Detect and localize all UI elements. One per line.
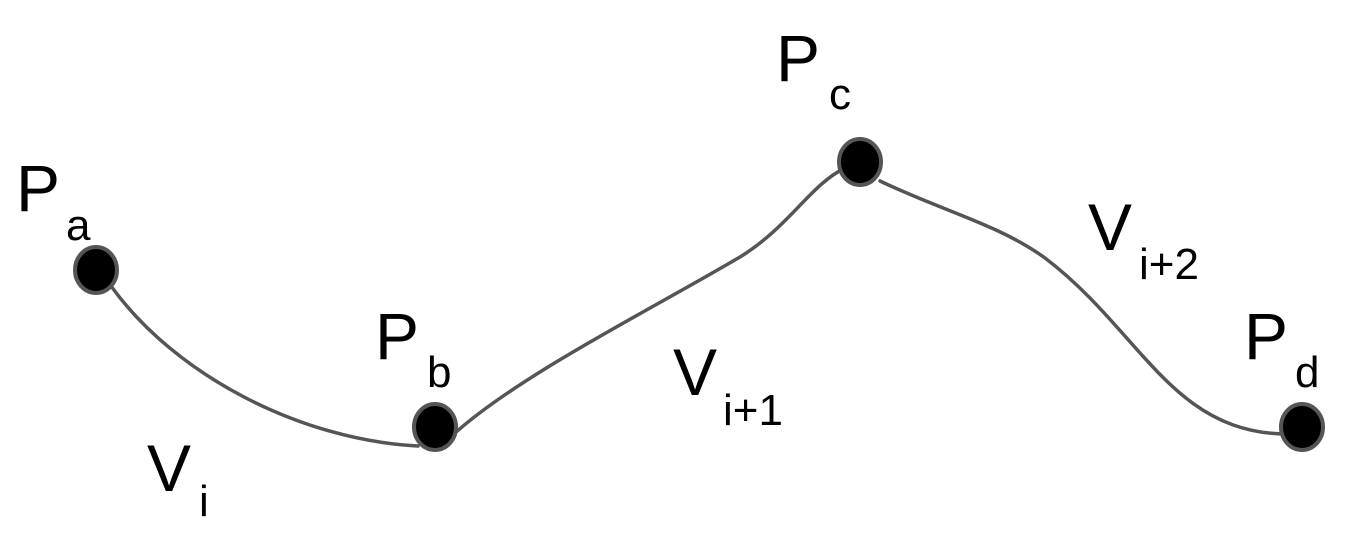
point-label-a-sub: a (66, 201, 91, 250)
point-node-d (1279, 402, 1325, 452)
point-label-d-sub: d (1295, 348, 1319, 397)
segment-label-i2-sub: i+2 (1139, 240, 1199, 289)
point-label-c-sub: c (829, 70, 851, 119)
point-label-d: P d (1244, 299, 1319, 397)
segment-label-i1-main: V (673, 335, 717, 409)
point-label-c-main: P (776, 21, 820, 95)
segment-curve-i2 (878, 179, 1284, 436)
point-node-a (73, 245, 119, 295)
point-label-d-main: P (1244, 299, 1288, 373)
segment-label-i1-sub: i+1 (723, 386, 783, 435)
point-label-b: P b (375, 299, 451, 397)
point-label-a-main: P (16, 151, 60, 225)
segment-curve-i1 (453, 166, 847, 435)
segment-label-i: V i (147, 431, 209, 526)
point-label-a: P a (16, 151, 91, 250)
segment-label-i1: V i+1 (673, 335, 783, 435)
segment-label-i-sub: i (199, 477, 209, 526)
point-label-b-sub: b (427, 348, 451, 397)
segment-label-i2-main: V (1088, 190, 1132, 264)
segment-curve-i (109, 284, 420, 448)
segment-label-i-main: V (147, 431, 191, 505)
point-label-b-main: P (375, 299, 419, 373)
segment-label-i2: V i+2 (1088, 190, 1199, 289)
point-node-b (412, 402, 458, 452)
point-node-c (837, 137, 883, 187)
point-label-c: P c (776, 21, 851, 119)
